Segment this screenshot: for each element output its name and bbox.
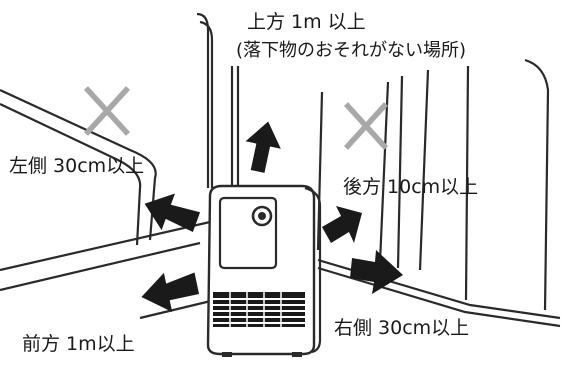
heater-unit — [206, 184, 322, 357]
arrow-right-side-icon — [350, 250, 403, 294]
top-clearance-label: 上方 1m 以上 — [247, 11, 366, 33]
arrow-left-side-icon — [144, 193, 201, 232]
arrow-back-icon — [322, 206, 362, 243]
back-wall-lines — [316, 58, 550, 311]
prohibited-cross-back-icon — [343, 102, 389, 150]
heater-grille — [213, 292, 305, 327]
right-clearance-label: 右側 30cm以上 — [334, 317, 470, 339]
front-clearance-label: 前方 1m以上 — [22, 333, 135, 355]
floor-line-left — [139, 298, 216, 320]
top-clearance-note: (落下物のおそれがない場所) — [236, 40, 467, 61]
left-wall-outline — [0, 89, 211, 292]
arrow-up-icon — [245, 121, 281, 173]
vertical-pole-lines — [196, 12, 240, 188]
back-clearance-label: 後方 10cm以上 — [343, 176, 479, 198]
left-clearance-label: 左側 30cm以上 — [9, 155, 145, 177]
prohibited-cross-left-icon — [83, 86, 131, 136]
arrow-front-icon — [141, 272, 200, 312]
